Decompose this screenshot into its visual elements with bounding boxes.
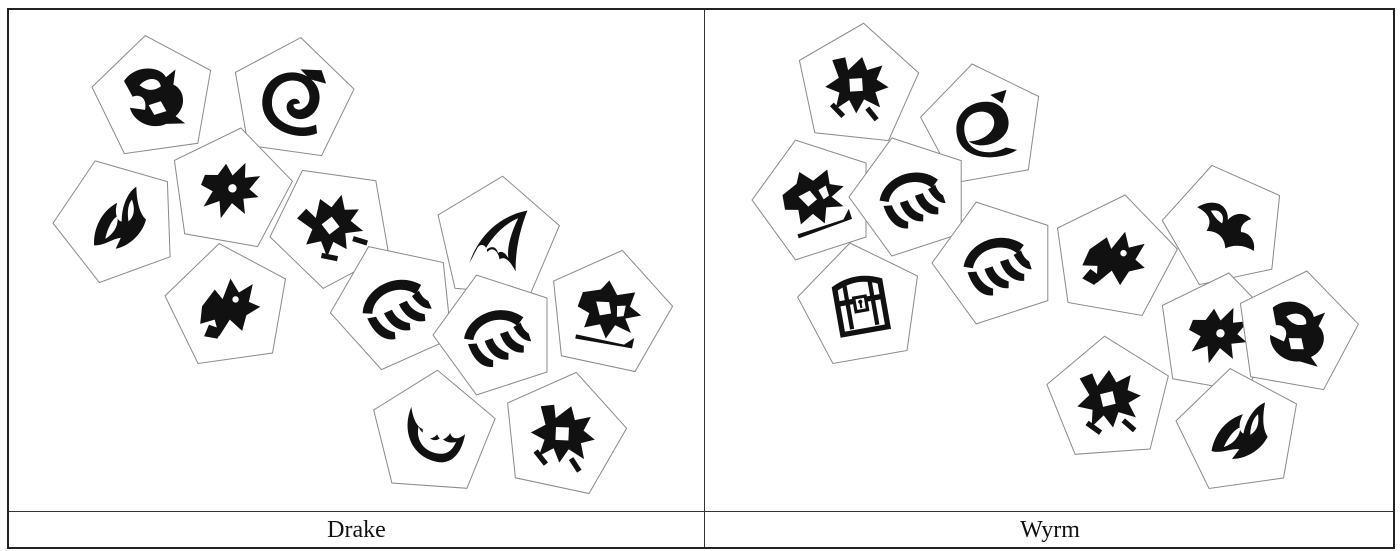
- wyrm-face-10: [1240, 271, 1358, 390]
- drake-caption: Drake: [9, 512, 704, 549]
- drake-face-1: [92, 36, 211, 154]
- wyrm-face-12: [1176, 369, 1297, 489]
- wyrm-caption: Wyrm: [705, 512, 1395, 549]
- pentagon-face: [433, 275, 547, 395]
- drake-face-7: [438, 176, 559, 295]
- dice-nets-canvas: [9, 10, 1395, 511]
- wyrm-face-1: [799, 23, 918, 140]
- drake-die-net: [53, 36, 673, 494]
- drake-face-2: [235, 38, 354, 156]
- drake-face-10: [433, 275, 547, 395]
- drake-face-5: [165, 244, 286, 364]
- dice-net-sheet: Drake Wyrm: [7, 8, 1395, 549]
- wyrm-die-net: [752, 23, 1358, 488]
- wyrm-face-4: [849, 138, 961, 256]
- wyrm-face-7: [1058, 195, 1178, 316]
- wyrm-face-5: [798, 243, 918, 364]
- drake-face-3: [53, 161, 170, 283]
- panel-divider-vertical: [704, 10, 705, 547]
- drake-face-12: [508, 372, 627, 493]
- pentagon-face: [235, 38, 354, 156]
- pentagon-face: [849, 138, 961, 256]
- wyrm-face-11: [1047, 336, 1168, 454]
- drake-face-9: [554, 250, 673, 371]
- wyrm-face-8: [1162, 165, 1279, 284]
- wyrm-face-3: [752, 140, 866, 260]
